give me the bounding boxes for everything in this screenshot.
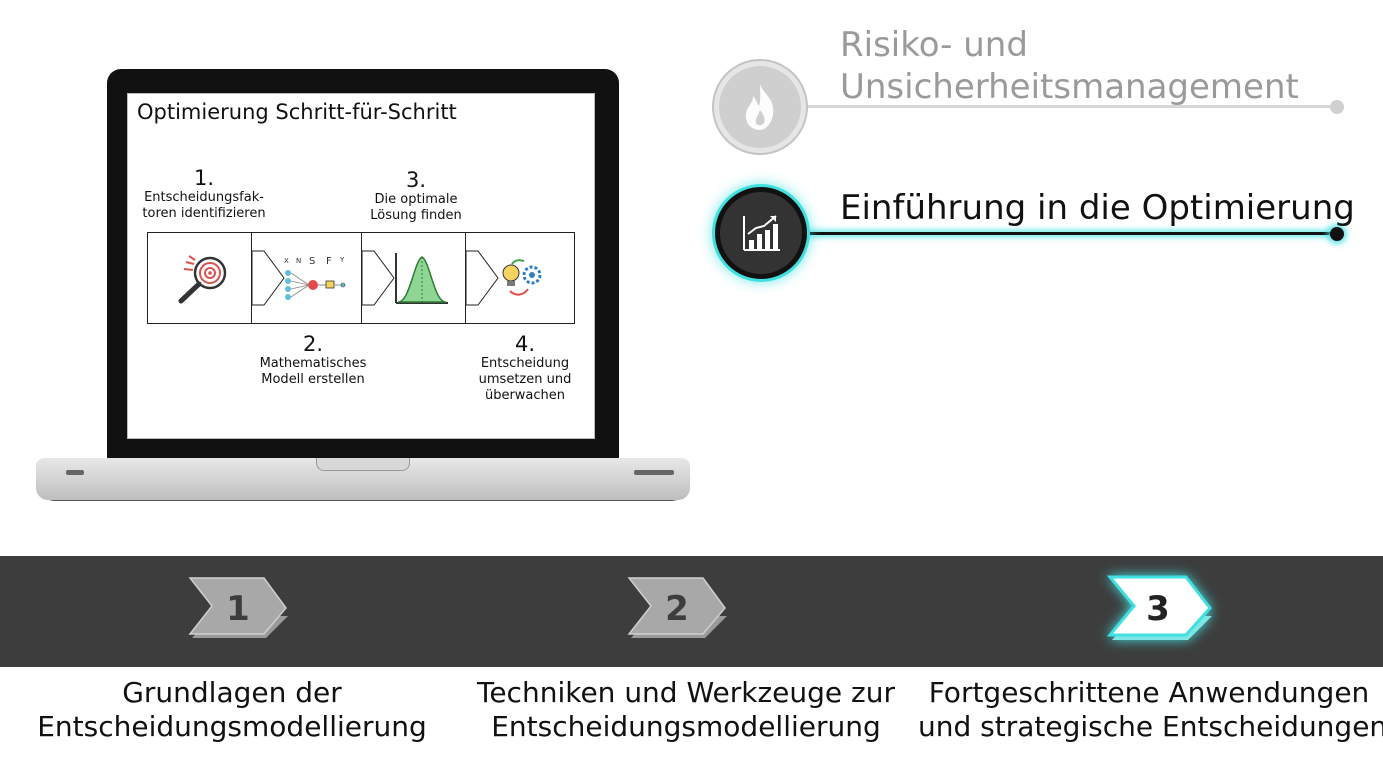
step-1-label: 1. Entscheidungsfak- toren identifiziere… [134, 166, 274, 222]
step-4-line2: umsetzen und [478, 372, 572, 387]
step-cell-1 [148, 233, 252, 323]
step-cell-2: X N S F Y [252, 233, 362, 323]
model-network-icon: X N S F Y [252, 250, 346, 306]
step-cell-4 [466, 233, 574, 323]
step-2-line2: Modell erstellen [261, 372, 365, 387]
step-3-line2: Lösung finden [370, 208, 462, 223]
slide-title: Optimierung Schritt-für-Schritt [137, 100, 457, 124]
topic-inactive-line [806, 105, 1336, 108]
step-1-number: 1. [193, 166, 215, 190]
laptop-base [36, 458, 690, 500]
chapter-3-number: 3 [1146, 589, 1170, 629]
topic-inactive-line2: Unsicherheitsmanagement [840, 67, 1299, 107]
step-2-label: 2. Mathematisches Modell erstellen [243, 332, 383, 388]
topic-inactive-title: Risiko- und Unsicherheitsmanagement [840, 24, 1299, 108]
flame-icon [745, 84, 774, 130]
topic-active-title: Einführung in die Optimierung [840, 188, 1355, 228]
laptop-port-left [66, 470, 84, 475]
chapter-3-chevron[interactable]: 3 [1104, 574, 1216, 650]
step-3-label: 3. Die optimale Lösung finden [346, 168, 486, 224]
laptop-port-right [634, 470, 674, 475]
chapter-1-line2: Entscheidungsmodellierung [37, 710, 427, 743]
step-cell-3 [362, 233, 466, 323]
steps-row: X N S F Y [147, 232, 575, 324]
chapter-2-chevron[interactable]: 2 [625, 576, 729, 648]
model-letter-s: S [309, 256, 315, 267]
bell-curve-icon [362, 250, 448, 306]
bar-chart-growth-icon [743, 215, 780, 251]
topic-inactive-circle [714, 61, 806, 153]
laptop-notch [316, 458, 410, 471]
topic-inactive-dot [1330, 100, 1344, 114]
chapter-2-line2: Entscheidungsmodellierung [491, 710, 881, 743]
chapter-1-line1: Grundlagen der [122, 676, 342, 709]
step-4-line3: überwachen [484, 388, 566, 403]
topic-active-circle [715, 187, 807, 279]
model-letter-x: X [284, 257, 289, 265]
step-3-number: 3. [405, 168, 427, 192]
laptop-lid: Optimierung Schritt-für-Schritt 1. Entsc… [107, 69, 619, 461]
chapter-1-chevron[interactable]: 1 [186, 576, 290, 648]
chapter-3-label[interactable]: Fortgeschrittene Anwendungen und strateg… [918, 676, 1383, 744]
step-1-line1: Entscheidungsfak- [144, 190, 264, 205]
topic-active-dot [1330, 227, 1344, 241]
magnifier-target-icon [178, 255, 227, 304]
chapter-2-line1: Techniken und Werkzeuge zur [476, 676, 896, 709]
chapter-2-number: 2 [665, 589, 689, 629]
chapter-1-label[interactable]: Grundlagen der Entscheidungsmodellierung [32, 676, 432, 744]
step-2-line1: Mathematisches [259, 356, 367, 371]
chapter-3-line2: und strategische Entscheidungen [918, 710, 1383, 743]
topic-inactive-line1: Risiko- und [840, 25, 1028, 65]
model-letter-y: Y [339, 256, 345, 264]
step-4-line1: Entscheidung [480, 356, 570, 371]
step-4-number: 4. [514, 332, 536, 356]
chapter-2-label[interactable]: Techniken und Werkzeuge zur Entscheidung… [462, 676, 910, 744]
idea-gear-icon [466, 250, 542, 306]
step-3-line1: Die optimale [374, 192, 458, 207]
step-4-label: 4. Entscheidung umsetzen und überwachen [455, 332, 595, 404]
model-letter-f: F [326, 256, 332, 267]
step-1-line2: toren identifizieren [142, 206, 266, 221]
chapter-1-number: 1 [226, 589, 250, 629]
laptop-screen: Optimierung Schritt-für-Schritt 1. Entsc… [127, 93, 595, 439]
model-letter-n: N [296, 257, 301, 265]
topic-active-line [806, 232, 1336, 235]
chapter-3-line1: Fortgeschrittene Anwendungen [928, 676, 1370, 709]
step-2-number: 2. [302, 332, 324, 356]
